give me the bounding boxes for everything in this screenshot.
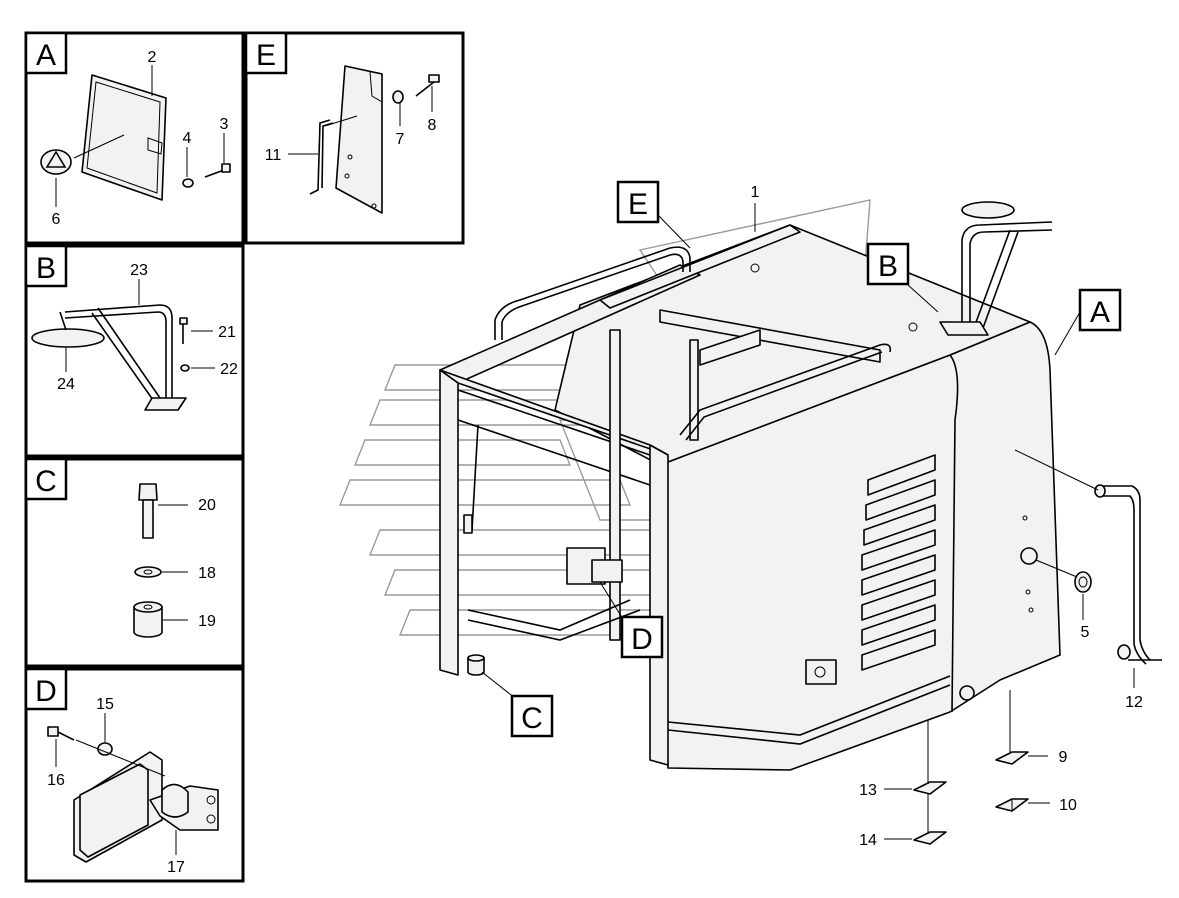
mirror-part-24	[31, 311, 105, 348]
mirror-arm-part-23	[64, 304, 187, 411]
part-number-17: 17	[167, 859, 185, 876]
washer-part-22	[180, 364, 190, 372]
louvre-grill	[861, 454, 936, 671]
part-number-22: 22	[220, 361, 238, 378]
part-number-19: 19	[198, 613, 216, 630]
shim-part-14	[913, 831, 947, 845]
detail-panel-e-letter: E	[256, 39, 276, 72]
bolt-part-20	[138, 483, 158, 539]
shim-part-13	[913, 781, 947, 795]
part-number-2: 2	[148, 49, 157, 66]
part-number-5: 5	[1081, 624, 1090, 641]
part-number-4: 4	[183, 130, 192, 147]
part-number-9: 9	[1059, 749, 1068, 766]
detail-panel-d-tag	[24, 667, 68, 711]
part-number-3: 3	[220, 116, 229, 133]
shim-part-9	[995, 751, 1029, 765]
callout-d: D	[620, 615, 664, 659]
part-number-13: 13	[859, 782, 877, 799]
cover-panel-part-2	[81, 74, 167, 201]
detail-panel-c-letter: C	[35, 465, 57, 498]
emblem-part-6	[40, 149, 72, 175]
part-number-7: 7	[396, 131, 405, 148]
detail-panel-b	[24, 244, 245, 458]
bolt-part-8	[415, 74, 440, 97]
part-number-15: 15	[96, 696, 114, 713]
detail-panel-c	[24, 457, 245, 668]
detail-panel-a-tag	[24, 31, 68, 75]
screw-part-3	[204, 163, 231, 178]
part-number-1: 1	[751, 184, 760, 201]
callout-e: E	[616, 180, 660, 224]
callout-a: A	[1078, 288, 1122, 332]
detail-panel-a	[24, 31, 245, 245]
part-number-11: 11	[265, 147, 282, 164]
handrail-part-12	[1094, 484, 1162, 665]
cab-assembly-part-1	[439, 201, 1061, 771]
cover-grommet-part-5	[1074, 571, 1092, 593]
detail-panel-a-letter: A	[36, 39, 56, 72]
part-number-20: 20	[198, 497, 216, 514]
part-number-8: 8	[428, 117, 437, 134]
washer-part-4	[182, 178, 194, 188]
bolt-part-16	[47, 726, 75, 741]
handle-part-11	[309, 119, 334, 195]
detail-panel-e-tag	[244, 31, 288, 75]
part-number-12: 12	[1125, 694, 1143, 711]
side-plate	[335, 65, 383, 214]
latch-part-17	[73, 751, 219, 863]
svg-text:A: A	[1090, 296, 1110, 329]
svg-text:D: D	[631, 623, 653, 656]
rubber-mount-part-19	[133, 601, 163, 638]
part-number-16: 16	[47, 772, 65, 789]
washer-part-18	[134, 566, 162, 578]
svg-text:C: C	[521, 702, 543, 735]
part-number-18: 18	[198, 565, 216, 582]
detail-panel-c-tag	[24, 457, 68, 501]
callout-b: B	[866, 242, 910, 286]
grommet-hole	[1020, 547, 1038, 565]
detail-panel-d	[24, 667, 245, 883]
detail-panel-b-letter: B	[36, 252, 56, 285]
svg-text:E: E	[628, 188, 648, 221]
washer-part-7	[392, 90, 404, 104]
bolt-part-21	[179, 317, 188, 344]
detail-panel-e	[244, 31, 465, 245]
callout-c: C	[510, 694, 554, 738]
svg-text:B: B	[878, 250, 898, 283]
part-number-10: 10	[1059, 797, 1077, 814]
part-number-6: 6	[52, 211, 61, 228]
part-number-14: 14	[859, 832, 877, 849]
detail-panel-d-letter: D	[35, 675, 57, 708]
part-number-21: 21	[218, 324, 236, 341]
detail-panel-b-tag	[24, 244, 68, 288]
part-number-24: 24	[57, 376, 75, 393]
part-number-23: 23	[130, 262, 148, 279]
access-plate	[805, 659, 837, 685]
